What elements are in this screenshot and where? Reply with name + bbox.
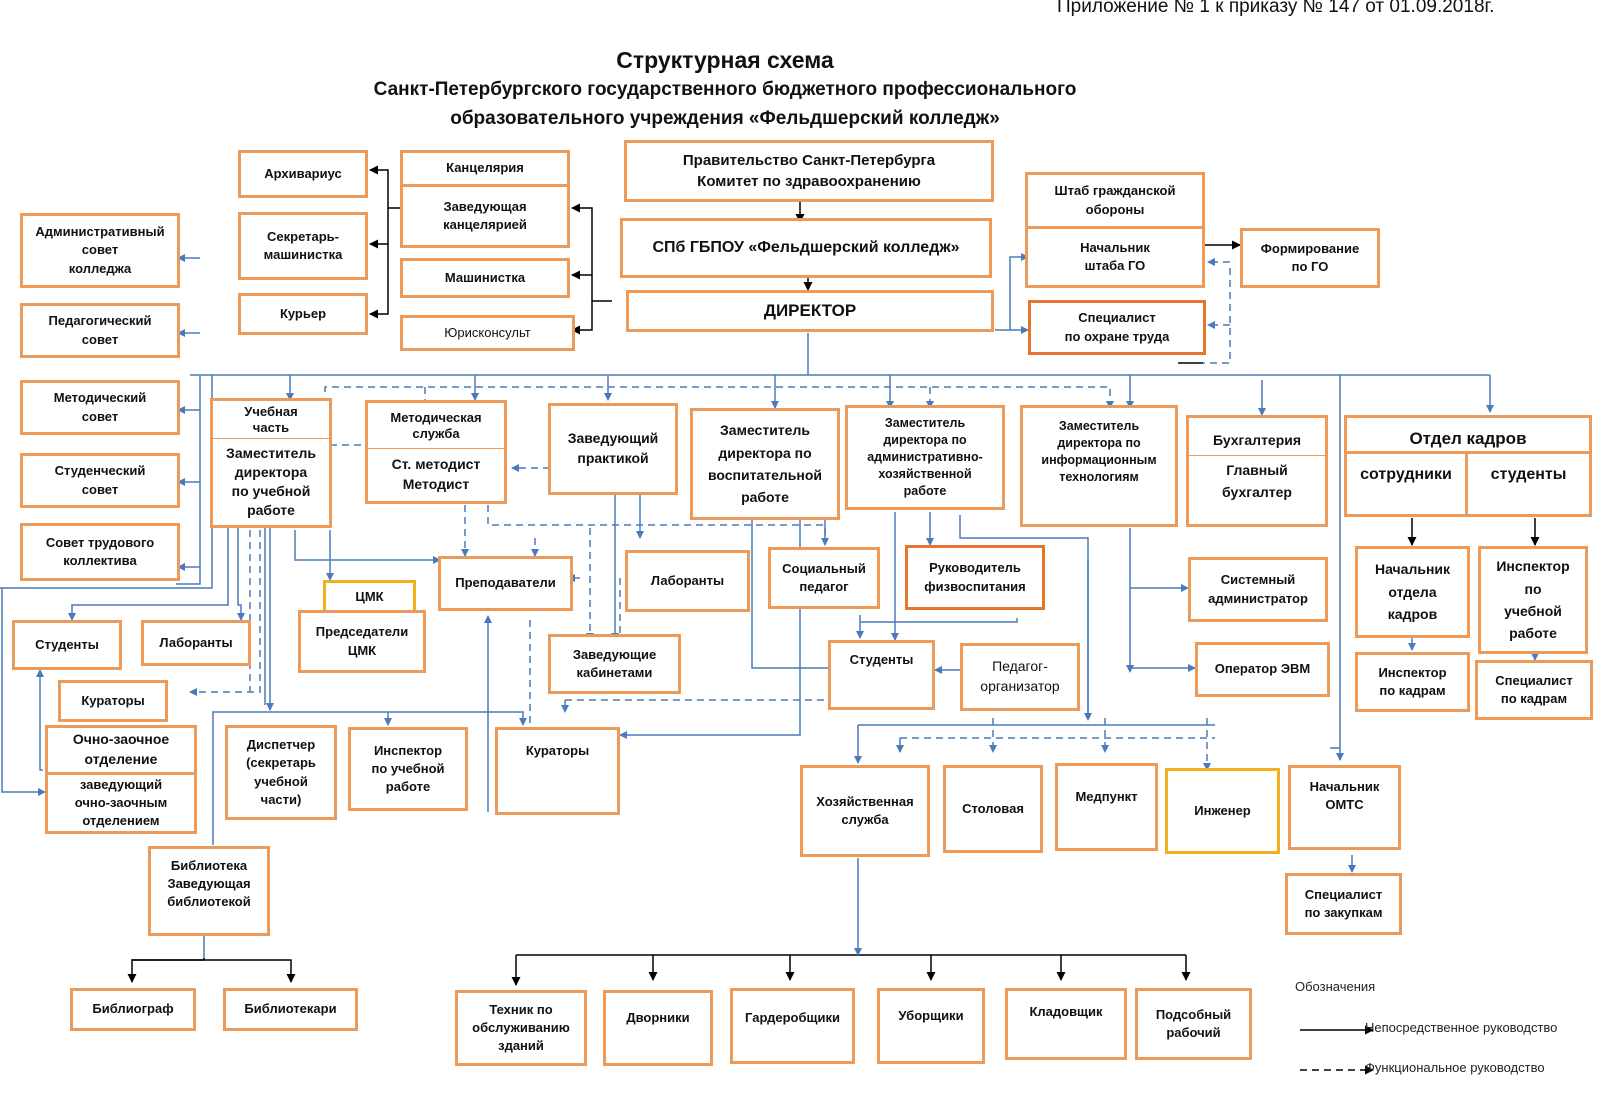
node-kladovshchik: Кладовщик [1005, 988, 1127, 1060]
legend-title: Обозначения [1295, 979, 1376, 994]
node-bibliograf: Библиограф [70, 988, 196, 1031]
node-buhgalteriya: Бухгалтерия Главный бухгалтер [1186, 415, 1328, 527]
node-pravitelstvo: Правительство Санкт-Петербурга Комитет п… [624, 140, 994, 202]
node-insp-kadram: Инспектор по кадрам [1355, 652, 1470, 712]
node-otdel-kadrov: Отдел кадров сотрудники студенты [1344, 415, 1592, 517]
node-metod-sovet: Методический совет [20, 380, 180, 435]
node-ped-org: Педагог- организатор [960, 643, 1080, 711]
node-ped-sovet: Педагогический совет [20, 303, 180, 358]
node-zam-vosp: Заместитель директора по воспитательной … [690, 408, 840, 520]
node-uborshchiki: Уборщики [877, 988, 985, 1064]
node-sotrudniki: сотрудники [1347, 454, 1468, 514]
node-dispetcher: Диспетчер (секретарь учебной части) [225, 725, 337, 820]
node-director: ДИРЕКТОР [626, 290, 994, 332]
node-sekretar: Секретарь- машинистка [238, 212, 368, 280]
node-laboranty1: Лаборанты [625, 550, 750, 612]
node-zav-praktikoi: Заведующий практикой [548, 403, 678, 495]
node-studenty-ok: студенты [1490, 466, 1567, 483]
node-inzhener: Инженер [1165, 768, 1280, 854]
node-nach-kadrov: Начальник отдела кадров [1355, 546, 1470, 638]
node-zav-kab: Заведующие кабинетами [548, 634, 681, 694]
node-sistemnyi: Системный администратор [1188, 557, 1328, 622]
node-tehnik: Техник по обслуживанию зданий [455, 990, 587, 1066]
node-kurier: Курьер [238, 293, 368, 335]
node-hoz-sluzhba: Хозяйственная служба [800, 765, 930, 857]
node-studenty2: Студенты [828, 640, 935, 710]
node-nach-omts: Начальник ОМТС [1288, 765, 1401, 850]
node-ochno-zaoch: Очно-заочное отделение [45, 725, 197, 775]
node-medpunkt: Медпункт [1055, 763, 1158, 851]
node-operator: Оператор ЭВМ [1195, 642, 1330, 697]
node-metod-sluzhba: Методическая служба Ст. методист Методис… [365, 400, 507, 504]
node-studenty1: Студенты [12, 620, 122, 670]
node-formirovanie: Формирование по ГО [1240, 228, 1380, 288]
node-zav-ochno: заведующий очно-заочным отделением [45, 772, 197, 834]
page-subtitle-line1: Санкт-Петербургского государственного бю… [373, 79, 1077, 100]
legend-direct-label: Непосредственное руководство [1365, 1020, 1558, 1035]
appendix-note: Приложение № 1 к приказу № 147 от 01.09.… [1057, 0, 1495, 17]
node-bibliotekari: Библиотекари [223, 988, 358, 1031]
node-college: СПб ГБПОУ «Фельдшерский колледж» [620, 218, 992, 278]
node-mashinistka: Машинистка [400, 258, 570, 298]
node-zam-it: Заместитель директора по информационным … [1020, 405, 1178, 527]
node-laboranty2: Лаборанты [141, 620, 251, 666]
node-kantselyariya: Канцелярия Заведующая канцелярией [400, 150, 570, 248]
node-uch-chast: Учебная часть Заместитель директора по у… [210, 398, 332, 528]
node-insp-uch: Инспектор по учебной работе [348, 727, 468, 811]
node-podsobnyi: Подсобный рабочий [1135, 988, 1252, 1060]
node-insp-uch-ok: Инспектор по учебной работе [1478, 546, 1588, 654]
node-sots-pedagog: Социальный педагог [768, 547, 880, 609]
node-stud-sovet: Студенческий совет [20, 453, 180, 508]
node-spets-ohrana: Специалист по охране труда [1028, 300, 1206, 355]
node-kuratory2: Кураторы [495, 727, 620, 815]
node-kuratory1: Кураторы [58, 680, 168, 722]
node-arkhivarius: Архивариус [238, 150, 368, 198]
node-shtab-go: Штаб гражданской обороны Начальник штаба… [1025, 172, 1205, 288]
node-pred-tsmk: Председатели ЦМК [298, 610, 426, 673]
node-spets-kadram: Специалист по кадрам [1475, 660, 1593, 720]
node-sovet-trud: Совет трудового коллектива [20, 523, 180, 581]
node-ruk-fiz: Руководитель физвоспитания [905, 545, 1045, 610]
node-dvorniki: Дворники [603, 990, 713, 1066]
node-zam-ahr: Заместитель директора по административно… [845, 405, 1005, 510]
page-title: Структурная схема [616, 47, 834, 73]
node-spets-zakup: Специалист по закупкам [1285, 873, 1402, 935]
node-yuriskonsult: Юрисконсульт [400, 315, 575, 351]
page-subtitle-line2: образовательного учреждения «Фельдшерски… [450, 108, 1000, 129]
node-stolovaya: Столовая [943, 765, 1043, 853]
node-prepodavateli: Преподаватели [438, 556, 573, 611]
node-garderob: Гардеробщики [730, 988, 855, 1064]
node-biblioteka: Библиотека Заведующая библиотекой [148, 846, 270, 936]
node-admin-sovet: Административный совет колледжа [20, 213, 180, 288]
legend-functional-label: Функциональное руководство [1365, 1060, 1545, 1075]
